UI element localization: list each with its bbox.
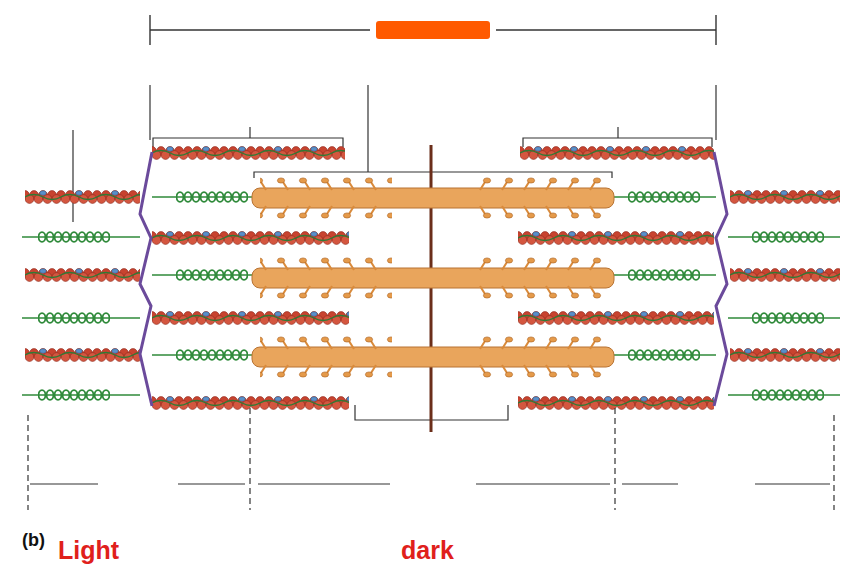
z-disc: [714, 152, 727, 406]
panel-letter: (b): [22, 531, 45, 551]
redaction-block: [376, 21, 490, 39]
band-label: dark: [401, 537, 454, 565]
band-markers: [28, 408, 834, 510]
myosin-filaments: [252, 176, 614, 379]
z-disc: [140, 152, 152, 406]
bracket-lines: [73, 85, 716, 431]
dimension-line: [150, 15, 716, 45]
band-label: Light: [58, 537, 119, 565]
